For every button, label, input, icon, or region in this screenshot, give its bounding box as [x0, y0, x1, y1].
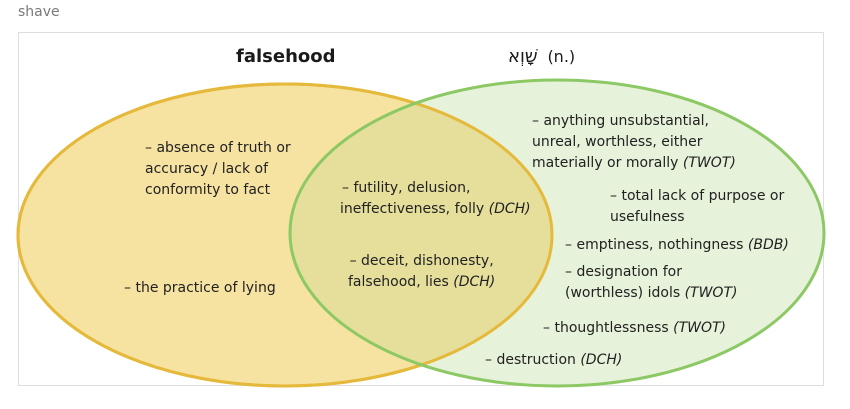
right-item-destruction: – destruction (DCH)	[485, 352, 623, 368]
hebrew-word: שָׁוְא	[508, 46, 538, 67]
page-label: shave	[18, 4, 60, 20]
right-set-outline	[288, 78, 826, 388]
right-item-idols: – designation for (worthless) idols (TWO…	[565, 264, 738, 301]
part-of-speech: (n.)	[547, 47, 576, 66]
overlap-item-deceit: – deceit, dishonesty, falsehood, lies (D…	[348, 253, 496, 290]
overlap-region	[290, 84, 552, 386]
left-item-absence-of-truth: – absence of truth or accuracy / lack of…	[145, 140, 291, 198]
right-item-thoughtlessness: – thoughtlessness (TWOT)	[543, 320, 727, 336]
right-item-emptiness: – emptiness, nothingness (BDB)	[565, 237, 789, 253]
right-item-lack-of-purpose: – total lack of purpose or usefulness	[610, 188, 785, 225]
right-item-unsubstantial: – anything unsubstantial, unreal, worthl…	[532, 113, 736, 171]
overlap-item-futility: – futility, delusion, ineffectiveness, f…	[340, 180, 531, 217]
right-set-title: שָׁוְא (n.)	[508, 46, 575, 67]
left-set-outline	[16, 82, 554, 388]
left-item-practice-of-lying: – the practice of lying	[124, 280, 276, 296]
left-set-title: falsehood	[236, 46, 336, 67]
